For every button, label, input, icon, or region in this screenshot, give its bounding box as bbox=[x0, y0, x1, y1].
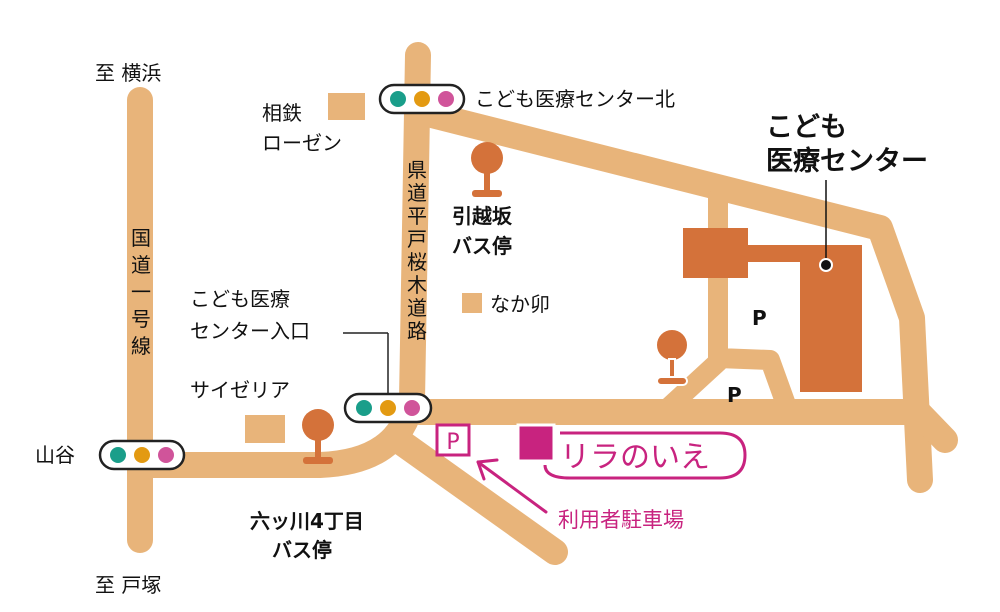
kodomo-entrance-signal-label: こども医療 bbox=[190, 287, 290, 311]
sotetsu-rosen-building bbox=[328, 93, 365, 120]
svg-text:線: 線 bbox=[131, 334, 151, 358]
muttsukawa-bus-stop-label: バス停 bbox=[272, 538, 332, 562]
kodomo-center-label: こども bbox=[766, 112, 847, 143]
traffic-signal-icon bbox=[343, 392, 433, 424]
to-yokohama-label: 至 横浜 bbox=[95, 61, 161, 85]
kodomo-entrance-signal-label: センター入口 bbox=[190, 319, 310, 343]
parking-label: P bbox=[752, 306, 767, 330]
svg-text:桜: 桜 bbox=[407, 250, 427, 274]
bus-stop-icon bbox=[302, 409, 334, 464]
sotetsu-rosen-label: ローゼン bbox=[262, 131, 342, 155]
kodomo-center-label: 医療センター bbox=[766, 146, 928, 177]
to-totsuka-label: 至 戸塚 bbox=[95, 573, 161, 597]
diagonal-road bbox=[385, 427, 568, 565]
bus-stop-icon bbox=[655, 328, 689, 386]
hikkoshizaka-bus-stop-label: バス停 bbox=[452, 234, 512, 258]
svg-text:道: 道 bbox=[407, 181, 427, 205]
rira-no-ie-marker bbox=[516, 423, 556, 463]
rira-no-ie-label: リラのいえ bbox=[560, 440, 710, 475]
hospital-access-road-2 bbox=[658, 352, 728, 418]
user-parking-label: 利用者駐車場 bbox=[558, 508, 684, 532]
svg-text:道: 道 bbox=[407, 296, 427, 320]
rira-no-ie-callout bbox=[543, 431, 747, 480]
prefectural-road-label: 県 道 平 戸 桜 木 道 路 bbox=[407, 158, 427, 343]
svg-text:平: 平 bbox=[407, 204, 427, 228]
saizeriya-building bbox=[245, 415, 285, 443]
naka-u-building bbox=[462, 293, 482, 313]
svg-text:路: 路 bbox=[407, 319, 427, 343]
muttsukawa-bus-stop-label: 六ッ川4丁目 bbox=[250, 509, 364, 533]
svg-text:国: 国 bbox=[131, 226, 151, 250]
user-parking-icon bbox=[435, 423, 471, 457]
user-parking-icon-label: P bbox=[446, 430, 459, 455]
location-dot-icon bbox=[819, 258, 833, 272]
hikkoshizaka-bus-stop-label: 引越坂 bbox=[452, 204, 513, 228]
svg-text:一: 一 bbox=[131, 280, 151, 304]
saizeriya-label: サイゼリア bbox=[190, 378, 290, 402]
yamaya-label: 山谷 bbox=[35, 443, 75, 467]
svg-text:号: 号 bbox=[131, 307, 151, 331]
sotetsu-rosen-label: 相鉄 bbox=[262, 101, 302, 125]
arrow-icon bbox=[476, 458, 548, 514]
kodomo-north-signal-label: こども医療センター北 bbox=[475, 87, 675, 111]
traffic-signal-icon bbox=[98, 439, 186, 471]
bus-stop-icon bbox=[471, 142, 503, 197]
svg-text:県: 県 bbox=[407, 158, 427, 182]
south-road bbox=[407, 399, 958, 453]
svg-text:木: 木 bbox=[407, 273, 427, 297]
national-route-label: 国 道 一 号 線 bbox=[131, 226, 151, 358]
naka-u-label: なか卯 bbox=[490, 292, 550, 316]
svg-text:戸: 戸 bbox=[407, 227, 427, 251]
parking-label: P bbox=[727, 383, 742, 407]
svg-text:道: 道 bbox=[131, 253, 151, 277]
traffic-signal-icon bbox=[378, 83, 466, 115]
